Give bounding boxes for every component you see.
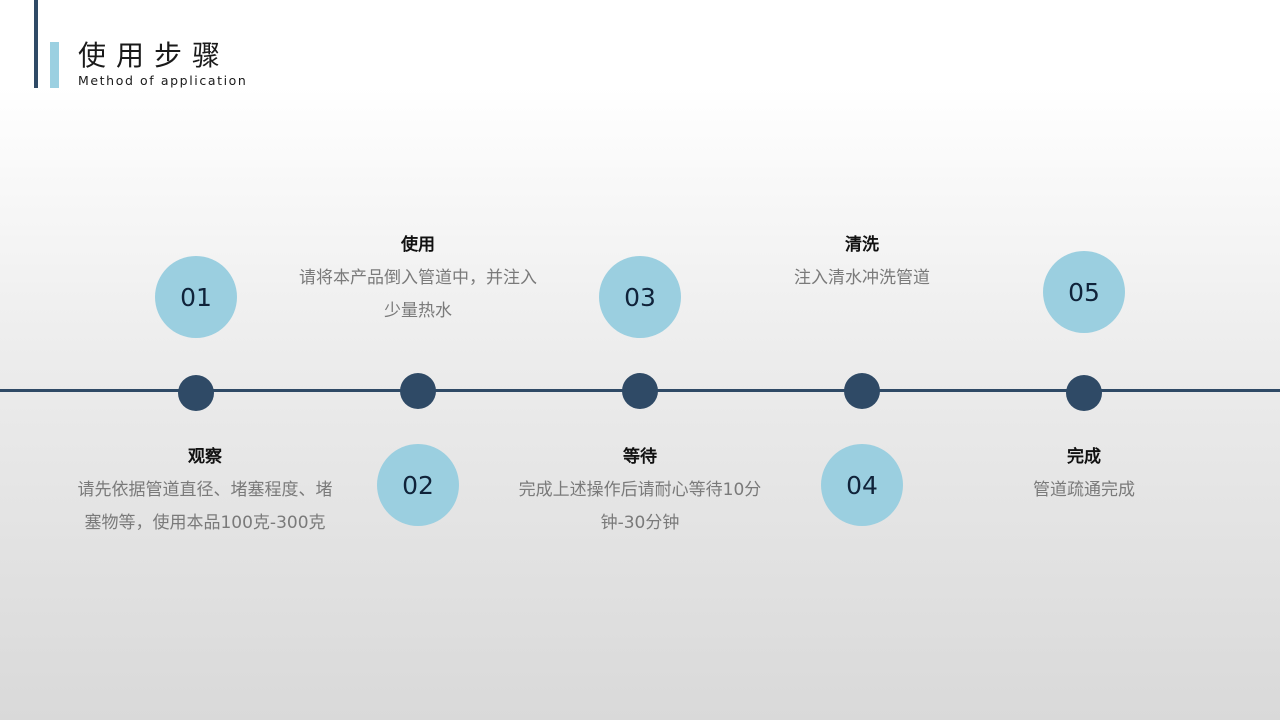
step-title-2: 使用 xyxy=(401,235,435,255)
step-title-5: 完成 xyxy=(1067,447,1101,467)
step-number: 03 xyxy=(624,282,656,312)
step-desc-3: 完成上述操作后请耐心等待10分钟-30分钟 xyxy=(518,480,762,533)
timeline-dot-2 xyxy=(400,373,436,409)
header-accent-bar-light xyxy=(50,42,59,88)
step-number-circle-3: 03 xyxy=(599,256,681,338)
step-desc-4: 注入清水冲洗管道 xyxy=(794,268,930,288)
header-accent-bar-dark xyxy=(34,0,38,88)
page-subtitle: Method of application xyxy=(78,73,248,88)
page-title: 使用步骤 xyxy=(78,39,231,72)
timeline-dot-1 xyxy=(178,375,214,411)
step-title-1: 观察 xyxy=(188,447,222,467)
step-desc-5: 管道疏通完成 xyxy=(1033,480,1135,500)
step-number: 04 xyxy=(846,470,878,500)
step-number-circle-2: 02 xyxy=(377,444,459,526)
step-number: 05 xyxy=(1068,277,1100,307)
step-desc-2: 请将本产品倒入管道中，并注入少量热水 xyxy=(299,268,537,321)
step-number: 02 xyxy=(402,470,434,500)
step-title-4: 清洗 xyxy=(845,235,879,255)
step-number-circle-1: 01 xyxy=(155,256,237,338)
timeline-dot-3 xyxy=(622,373,658,409)
step-title-3: 等待 xyxy=(623,447,657,467)
timeline-dot-5 xyxy=(1066,375,1102,411)
timeline-dot-4 xyxy=(844,373,880,409)
step-number-circle-5: 05 xyxy=(1043,251,1125,333)
step-number: 01 xyxy=(180,282,212,312)
step-desc-1: 请先依据管道直径、堵塞程度、堵塞物等，使用本品100克-300克 xyxy=(77,480,333,533)
step-number-circle-4: 04 xyxy=(821,444,903,526)
